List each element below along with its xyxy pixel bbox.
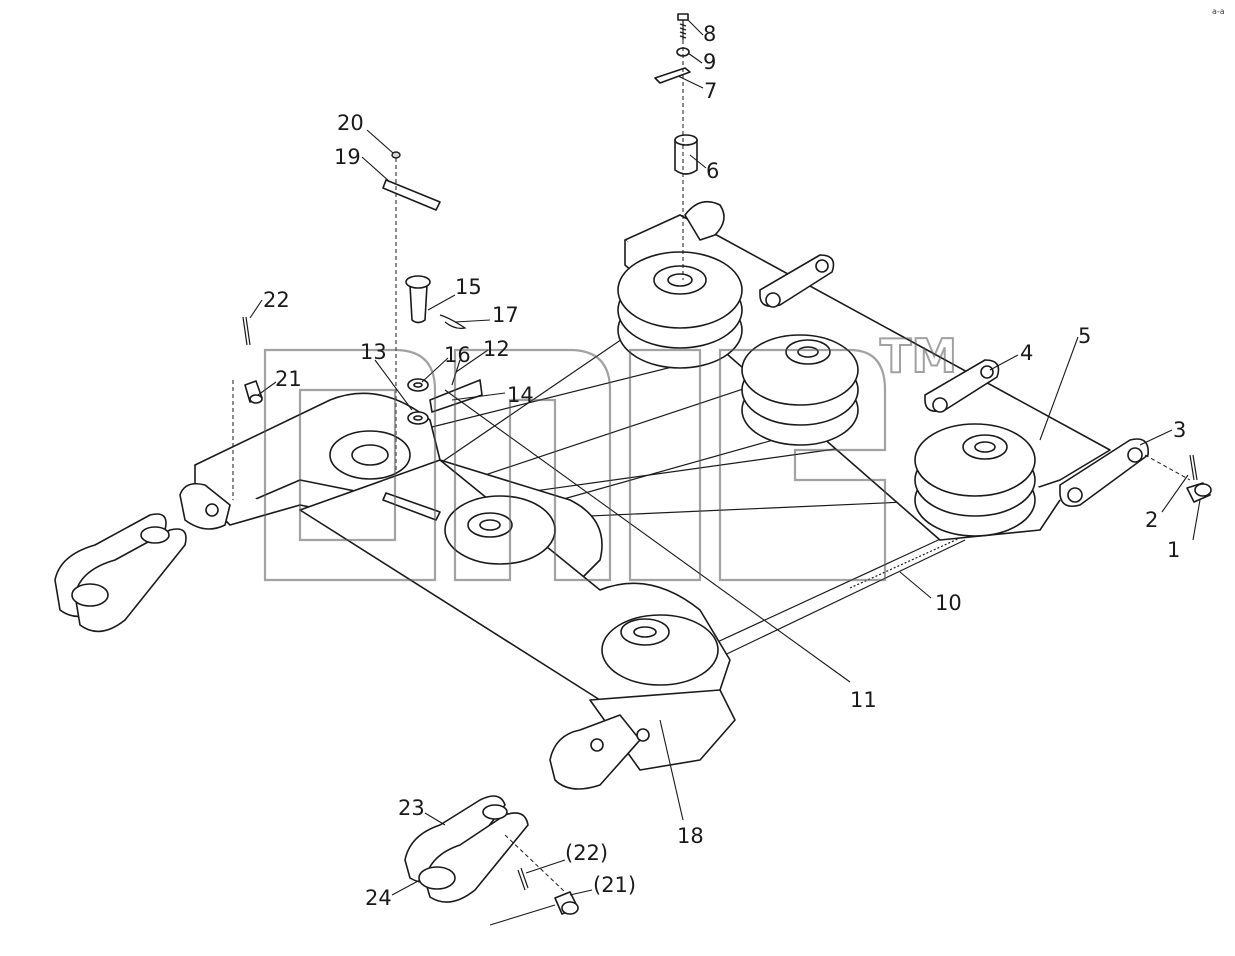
callout-22-ref: (22) [565,841,608,865]
watermark-trademark: TM [880,329,957,383]
callout-20: 20 [337,111,364,135]
callout-24: 24 [365,886,392,910]
pin-part-15 [405,275,431,324]
bracket-part-4-upper [759,254,835,308]
pulley-middle [741,334,859,446]
callout-18: 18 [677,824,704,848]
callout-11: 11 [850,688,877,712]
callout-1: 1 [1167,538,1180,562]
callout-10: 10 [935,591,962,615]
callout-6: 6 [706,159,719,183]
pulley-right [914,423,1036,537]
cap-screw-part-8 [677,13,689,40]
cotter-pin-part-22-repeat [517,867,529,891]
callout-14: 14 [507,383,534,407]
washer-part-16 [407,378,429,392]
cotter-pin-part-2 [1189,454,1198,481]
callout-23: 23 [398,796,425,820]
pin-part-6 [674,134,698,175]
callout-13: 13 [360,340,387,364]
plate-part-7 [654,67,691,84]
callout-16: 16 [444,343,471,367]
callout-2: 2 [1145,508,1158,532]
bottom-end-lug [549,714,650,790]
callout-3: 3 [1173,418,1186,442]
callout-19: 19 [334,145,361,169]
r-clip-part-17 [439,314,467,329]
pulley-bottom [601,614,719,686]
callout-21-ref: (21) [593,873,636,897]
corner-mark: a-a [1212,7,1225,16]
plate-part-19 [382,179,441,211]
pulley-center [444,495,556,565]
callout-5: 5 [1078,324,1091,348]
callout-8: 8 [703,22,716,46]
callout-15: 15 [455,275,482,299]
pulley-top [617,251,743,369]
pulley-left [329,430,411,480]
washer-part-13 [407,411,429,425]
callout-4: 4 [1020,341,1033,365]
callout-12: 12 [483,337,510,361]
leader-lines [249,19,1201,926]
pin-part-21 [244,380,263,404]
link-plates-part-23-24 [404,795,529,903]
pin-part-21-repeat [554,891,579,915]
screw-part-20 [391,151,401,159]
right-end-link-part-3 [1059,438,1149,508]
bracket-part-4-lower [924,359,1000,413]
pin-part-1 [1186,482,1212,503]
callout-22: 22 [263,288,290,312]
callout-7: 7 [704,79,717,103]
watermark-logo: TM [263,328,958,582]
callout-labels: 1 2 3 4 5 6 7 8 9 10 11 12 13 14 15 16 1… [263,22,1186,910]
callout-21: 21 [275,367,302,391]
left-link-plate [54,513,187,633]
left-end-lug [179,482,231,530]
callout-9: 9 [703,50,716,74]
cotter-pin-part-22 [242,316,251,346]
callout-17: 17 [492,303,519,327]
